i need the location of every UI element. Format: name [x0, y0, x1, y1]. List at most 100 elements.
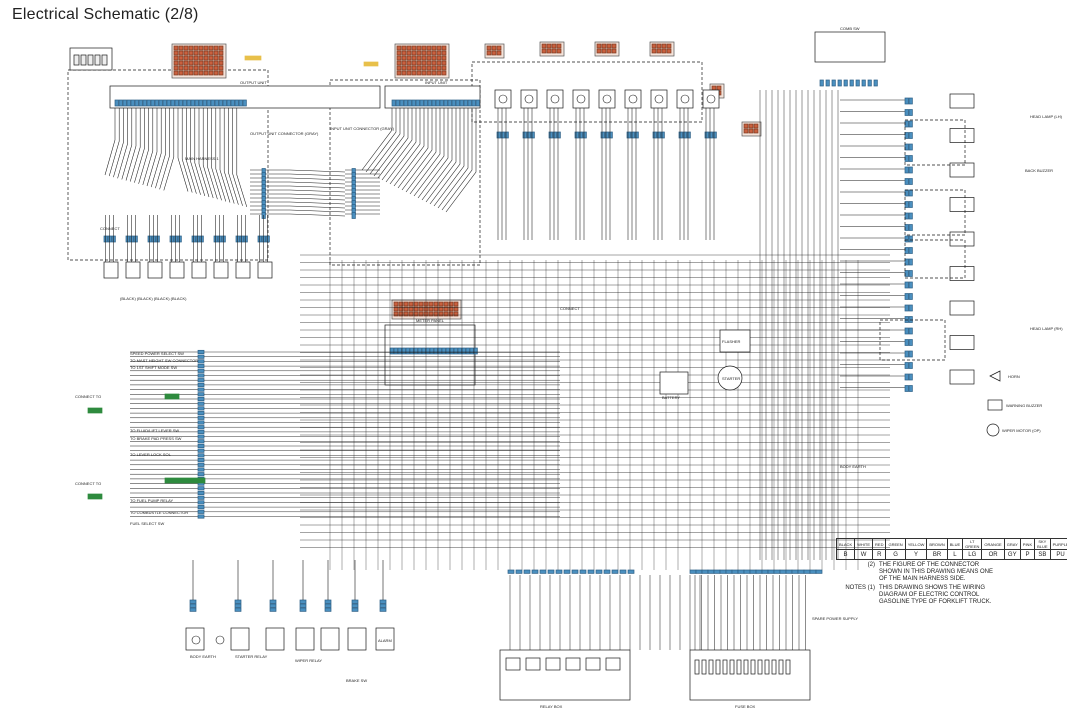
connector-pin: [908, 143, 913, 151]
lh-harness-outline-2: [904, 239, 966, 279]
connector-cell: [218, 65, 224, 71]
connector-cell: [213, 65, 219, 71]
connector-pin: [701, 569, 709, 574]
connector-pin: [417, 347, 422, 355]
connector-pin: [150, 99, 155, 107]
connector-pin: [904, 143, 909, 151]
connector-pin: [904, 235, 909, 243]
wire: [211, 108, 222, 201]
connector-pin: [405, 347, 410, 355]
connector-cell: [453, 311, 459, 317]
wire: [194, 108, 206, 196]
connector-pin: [908, 109, 913, 116]
connector-pin: [197, 411, 205, 416]
connector-pin: [197, 453, 205, 458]
connector-pin: [695, 569, 703, 574]
connector-pin: [351, 603, 359, 608]
left-list-item: TO FUEL PUMP RELAY: [130, 498, 174, 503]
connector-pin: [218, 99, 223, 107]
connector-pin: [197, 378, 205, 383]
input-connector-label: INPUT UNIT CONNECTOR (GRAY): [330, 126, 395, 131]
fuse: [757, 659, 763, 675]
connector-pin: [433, 347, 438, 355]
connector-pin: [908, 235, 913, 243]
connector-pin: [867, 79, 872, 87]
connector-pin: [431, 99, 436, 107]
connector-pin: [908, 373, 913, 381]
connector-pin: [324, 607, 332, 612]
wire: [289, 197, 346, 201]
connector-cell: [406, 55, 412, 61]
connector-pin: [214, 99, 219, 107]
connector-cell: [398, 311, 404, 317]
connector-pin: [908, 247, 913, 254]
connector-pin: [731, 569, 739, 574]
connector-pin: [459, 99, 464, 107]
connector-pin: [419, 99, 424, 107]
connector-cell: [411, 45, 417, 51]
connector-pin: [755, 569, 763, 574]
connector-pin: [861, 79, 866, 87]
switch-body: [572, 89, 590, 109]
lamp-body: [949, 266, 975, 281]
component: [230, 627, 250, 651]
connector-cell: [173, 45, 179, 51]
connector-pin: [197, 392, 205, 397]
connector-pin: [797, 569, 805, 574]
note-1-text: THIS DRAWING SHOWS THE WIRING DIAGRAM OF…: [879, 585, 992, 605]
connector-pin: [197, 429, 205, 434]
relay: [565, 657, 581, 671]
wire: [289, 173, 346, 177]
connector-pin: [437, 347, 442, 355]
legend-color-name: ORANGE: [981, 538, 1005, 550]
connector-pin: [652, 131, 657, 139]
connector-pin: [269, 603, 277, 608]
connector-cell: [203, 60, 209, 66]
connector-pin: [399, 99, 404, 107]
connector-pin: [324, 603, 332, 608]
relay-box-label: RELAY BOX: [540, 704, 563, 709]
wire: [421, 108, 453, 201]
connector-pin: [425, 347, 430, 355]
connector-pin: [197, 415, 205, 420]
wire: [369, 108, 401, 175]
connector-pin: [603, 569, 611, 574]
connector-pin: [608, 131, 613, 139]
warning-buzzer-label: WARNING BUZZER: [1006, 403, 1042, 408]
bottom-item: ALARM: [378, 638, 392, 643]
fuse: [764, 659, 770, 675]
connector-pin: [743, 569, 751, 574]
connector-pin: [130, 99, 135, 107]
lh-harness-outline: [904, 189, 966, 236]
connector-cell: [431, 50, 437, 56]
connector-cell: [203, 65, 209, 71]
connector-cell: [411, 50, 417, 56]
connector-cell: [401, 45, 407, 51]
wire: [289, 169, 346, 173]
connector-cell: [438, 301, 444, 307]
connector-pin: [904, 258, 909, 266]
connector-pin: [908, 362, 913, 369]
component: [320, 627, 340, 651]
connector-cell: [753, 123, 759, 129]
connector-pin: [401, 347, 406, 355]
connector-pin: [202, 99, 207, 107]
connector-pin: [904, 178, 909, 185]
legend-color-code: L: [946, 549, 964, 560]
connector-pin: [463, 99, 468, 107]
connector-pin: [627, 569, 635, 574]
connector-cell: [188, 70, 194, 76]
connector-pin: [831, 79, 836, 87]
connector-pin: [837, 79, 842, 87]
connector-pin: [578, 131, 583, 139]
connector-pin: [843, 79, 848, 87]
connector-cell: [403, 301, 409, 307]
connector-pin: [226, 99, 231, 107]
main-harness-label: MAIN HARNESS 1: [185, 156, 220, 161]
connector-cell: [436, 55, 442, 61]
connector-pin: [574, 131, 579, 139]
switch-contact: [524, 94, 534, 104]
wire: [113, 108, 124, 178]
fuse: [778, 659, 784, 675]
